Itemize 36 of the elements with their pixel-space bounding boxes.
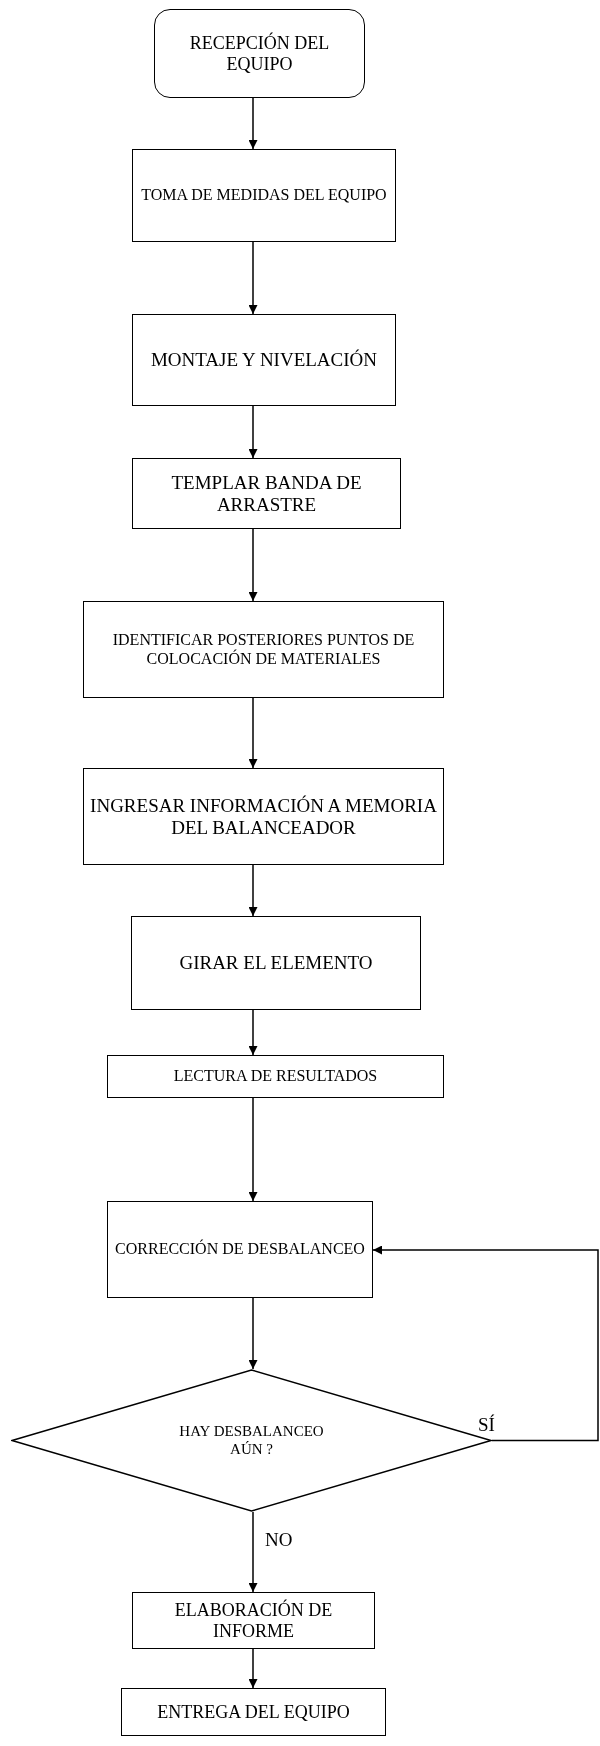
- process-box: [131, 916, 421, 1010]
- arrow: [248, 1511, 258, 1593]
- process-box: [132, 149, 396, 242]
- arrow: [248, 1648, 258, 1689]
- step-text: ENTREGA DEL EQUIPO: [156, 1701, 351, 1723]
- step-text: MONTAJE Y NIVELACIÓN: [149, 349, 379, 371]
- process-box: [132, 458, 401, 529]
- process-box: [107, 1201, 373, 1298]
- decision-diamond: [11, 1369, 492, 1512]
- step-text: LECTURA DE RESULTADOS: [172, 1067, 379, 1086]
- step-text: CORRECCIÓN DE DESBALANCEO: [114, 1240, 366, 1259]
- step-text: IDENTIFICAR POSTERIORES PUNTOS DE COLOCACIÓN DE MATERIALES: [111, 631, 416, 668]
- arrow: [248, 241, 258, 315]
- arrow: [248, 1297, 258, 1370]
- step-text: ELABORACIÓN DE INFORME: [173, 1599, 334, 1642]
- arrow: [248, 1009, 258, 1056]
- process-box: [83, 768, 444, 865]
- process-box: [132, 314, 396, 406]
- step-text: INGRESAR INFORMACIÓN A MEMORIA DEL BALANCEADOR: [89, 794, 438, 839]
- arrow: [248, 864, 258, 917]
- arrow: [248, 528, 258, 602]
- arrow: [248, 697, 258, 769]
- step-text: GIRAR EL ELEMENTO: [178, 952, 374, 974]
- step-text: TEMPLAR BANDA DE ARRASTRE: [170, 471, 363, 516]
- process-box: [121, 1688, 386, 1736]
- arrow: [248, 405, 258, 459]
- step-text: RECEPCIÓN DEL EQUIPO: [188, 32, 331, 75]
- start-box: [154, 9, 365, 98]
- step-text: HAY DESBALANCEO AÚN ?: [178, 1423, 325, 1458]
- process-box: [83, 601, 444, 698]
- arrow: [248, 97, 258, 150]
- process-box: [132, 1592, 375, 1649]
- process-box: [107, 1055, 444, 1098]
- arrow: [248, 1097, 258, 1202]
- arrow: [372, 1245, 599, 1442]
- step-text: TOMA DE MEDIDAS DEL EQUIPO: [140, 186, 388, 205]
